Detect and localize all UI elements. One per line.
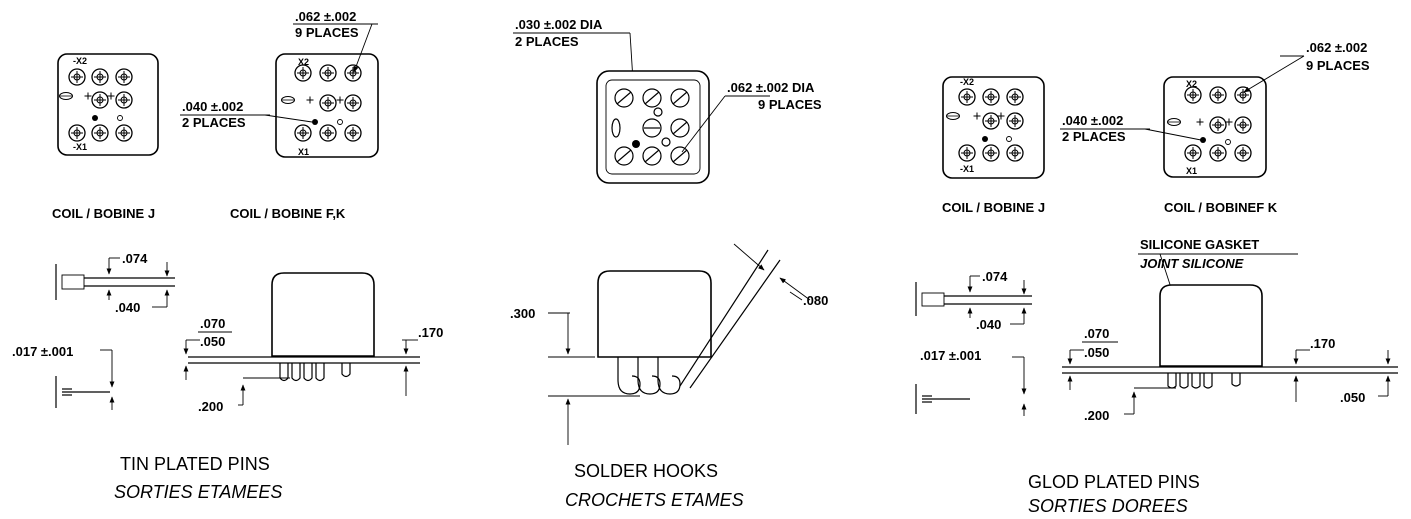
right-dim-170: .170 — [1310, 336, 1335, 351]
middle-pin-diameter-label: .062 ±.002 DIA — [727, 80, 815, 95]
right-dim-040: .040 — [976, 317, 1001, 332]
pin-label-minus-x1: -X1 — [73, 142, 87, 152]
middle-hole-count-label: 2 PLACES — [515, 34, 579, 49]
right-dim-074: .074 — [982, 269, 1008, 284]
left-caption-coil-j: COIL / BOBINE J — [52, 206, 155, 221]
pin-label-minus-x2: -X2 — [73, 56, 87, 66]
middle-hole-diameter-label: .030 ±.002 DIA — [515, 17, 603, 32]
middle-section: .030 ±.002 DIA 2 PLACES .062 ±.002 — [510, 17, 828, 510]
pin-label-x1: X1 — [298, 147, 309, 157]
middle-subtitle: CROCHETS ETAMES — [565, 490, 744, 510]
right-dim-050-bottom: .050 — [1340, 390, 1365, 405]
left-small-diameter-label: .040 ±.002 — [182, 99, 243, 114]
gasket-label-en: SILICONE GASKET — [1140, 237, 1259, 252]
left-subtitle: SORTIES ETAMEES — [114, 482, 282, 502]
left-relay-side-view — [183, 272, 420, 406]
right-coil-j-footprint: -X2 -X1 — [942, 76, 1045, 179]
left-caption-coil-fk: COIL / BOBINE F,K — [230, 206, 346, 221]
coil-j-footprint: -X2 -X1 — [57, 53, 159, 156]
right-pin-count-label: 9 PLACES — [1306, 58, 1370, 73]
right-dim-070: .070 — [1084, 326, 1109, 341]
coil-fk-footprint: X2 X1 — [275, 53, 379, 158]
right-pin-label-minus-x2: -X2 — [960, 77, 974, 87]
right-dim-050: .050 — [1084, 345, 1109, 360]
solder-hook-footprint — [596, 70, 710, 184]
left-pin-detail-top — [55, 257, 175, 308]
right-pin-detail-top — [915, 275, 1032, 325]
left-pin-detail-bottom — [55, 349, 115, 410]
right-section: -X2 -X1 X2 X1 .062 ±.002 9 PLACES .040 ±… — [915, 40, 1398, 516]
left-small-count-label: 2 PLACES — [182, 115, 246, 130]
left-dim-074: .074 — [122, 251, 148, 266]
middle-title: SOLDER HOOKS — [574, 461, 718, 481]
left-dim-200: .200 — [198, 399, 223, 414]
right-pin-label-x2: X2 — [1186, 79, 1197, 89]
right-dim-200: .200 — [1084, 408, 1109, 423]
left-dim-050: .050 — [200, 334, 225, 349]
left-dim-170: .170 — [418, 325, 443, 340]
right-pin-label-minus-x1: -X1 — [960, 164, 974, 174]
left-section: -X2 -X1 X2 X1 .062 ±.002 9 PLACES — [12, 9, 443, 502]
right-caption-coil-j: COIL / BOBINE J — [942, 200, 1045, 215]
pin-label-x2: X2 — [298, 57, 309, 67]
right-pin-diameter-label: .062 ±.002 — [1306, 40, 1367, 55]
right-relay-side-view — [1062, 284, 1398, 415]
right-coil-fk-footprint: X2 X1 — [1163, 76, 1267, 178]
left-pin-diameter-label: .062 ±.002 — [295, 9, 356, 24]
left-dim-070: .070 — [200, 316, 225, 331]
middle-pin-count-label: 9 PLACES — [758, 97, 822, 112]
middle-dim-080: .080 — [803, 293, 828, 308]
right-caption-coil-fk: COIL / BOBINEF K — [1164, 200, 1278, 215]
right-small-diameter-label: .040 ±.002 — [1062, 113, 1123, 128]
gasket-label-fr: JOINT SILICONE — [1140, 256, 1244, 271]
left-dim-017: .017 ±.001 — [12, 344, 73, 359]
right-dim-017: .017 ±.001 — [920, 348, 981, 363]
left-dim-040: .040 — [115, 300, 140, 315]
right-small-count-label: 2 PLACES — [1062, 129, 1126, 144]
middle-dim-300: .300 — [510, 306, 535, 321]
left-title: TIN PLATED PINS — [120, 454, 270, 474]
solder-hook-side-view — [548, 243, 811, 445]
right-title: GLOD PLATED PINS — [1028, 472, 1200, 492]
right-pin-detail-bottom — [915, 356, 1027, 416]
left-pin-count-label: 9 PLACES — [295, 25, 359, 40]
right-subtitle: SORTIES DOREES — [1028, 496, 1188, 516]
right-pin-label-x1: X1 — [1186, 166, 1197, 176]
